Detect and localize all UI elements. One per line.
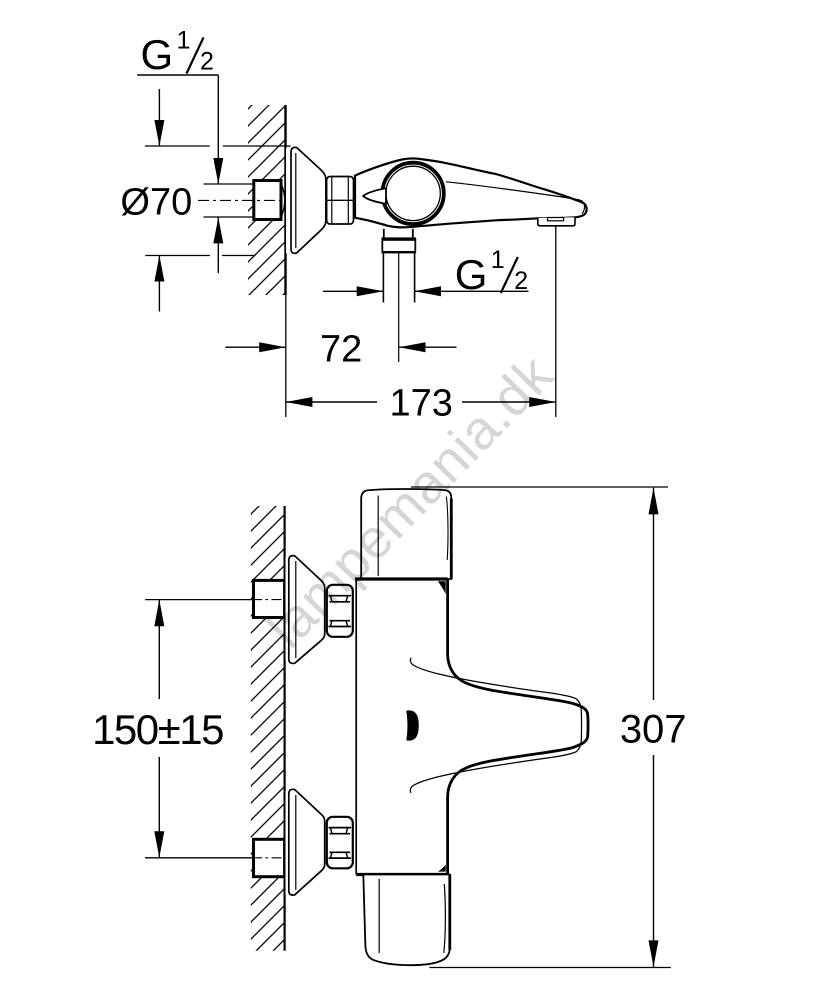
svg-text:150±15: 150±15	[92, 706, 223, 753]
svg-text:G: G	[141, 31, 174, 78]
svg-text:173: 173	[390, 383, 453, 425]
svg-text:2: 2	[200, 48, 214, 76]
svg-text:2: 2	[514, 267, 528, 295]
svg-text:G: G	[455, 251, 488, 298]
svg-text:1: 1	[491, 246, 505, 274]
svg-text:1: 1	[177, 26, 191, 54]
svg-text:Ø70: Ø70	[120, 182, 192, 224]
svg-text:307: 307	[620, 708, 687, 752]
svg-text:72: 72	[320, 329, 362, 371]
